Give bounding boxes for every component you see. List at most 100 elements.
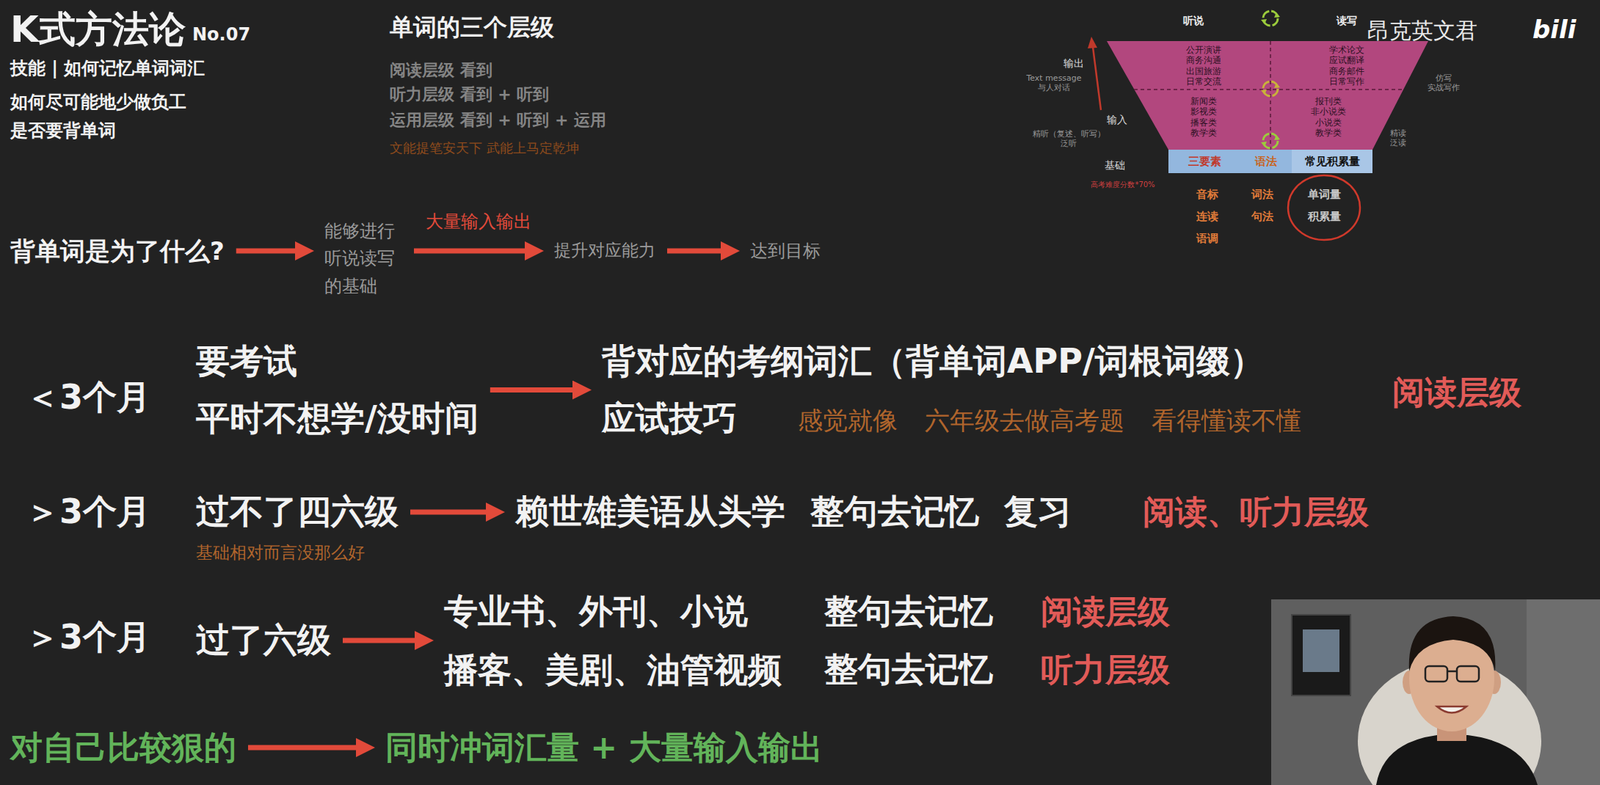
cycle-head [1274,135,1280,141]
edge-label: 大量输入输出 [425,211,532,233]
level-result: 阅读、听力层级 [1142,493,1369,533]
side-label: 输入 [1106,113,1128,127]
basis-item: 词法 句法 [1249,183,1275,228]
cycle-head [1274,12,1280,18]
webcam-wall [1271,599,1600,785]
cycle-ring [1263,81,1278,97]
condition-text: 对自己比较狠的 [10,728,237,768]
node-text: 过不了四六级 [195,491,399,533]
person-glasses [1447,670,1457,674]
method-text: 同时冲词汇量 + 大量输入输出 [385,728,823,768]
band-cell: 三要素 [1168,149,1241,174]
node-text: 过了六级 [195,620,332,661]
slide-title: K式方法论 [10,7,186,52]
node-text: 能够进行 听说读写 的基础 [324,217,403,301]
person-body [1376,735,1538,785]
wall-frame [1291,615,1351,696]
basis-item: 单词量 积累量 [1305,183,1343,228]
level-item: 阅读层级 看到 [389,60,493,80]
cycle-icon [1260,133,1280,149]
flow-arrow [410,510,486,516]
section-heading: 单词的三个层级 [389,13,555,42]
quote-note: 文能提笔安天下 武能上马定乾坤 [389,140,580,157]
level-result: 阅读层级 [1040,593,1170,632]
flow-arrow [236,248,296,254]
funnel-item: 报刊类 非小说类 小说类 教学类 [1307,96,1349,139]
flow-arrow [667,248,721,254]
side-note: 精听（复述、听写） 泛听 [1030,129,1107,149]
side-label: 输出 [1063,57,1085,70]
method-note: 整句去记忆 [824,591,994,632]
column-heading: 读写 [1336,14,1358,28]
person-hair [1409,616,1496,672]
side-label: 基础 [1104,159,1126,172]
node-text: 赖世雄美语从头学 整句去记忆 复习 [515,491,1072,533]
column-heading: 听说 [1183,14,1204,28]
cycle-icon [1260,81,1280,97]
side-note: Text message 与人对话 [1018,73,1090,93]
method-text: 赖世雄美语从头学 整句去记忆 复习 [515,491,1072,533]
webcam-picture [1271,599,1600,785]
cycle-ring [1263,11,1278,26]
flow-step: 达到目标 [750,240,821,263]
funnel-item: 学术论文 应试翻译 商务邮件 日常写作 [1326,44,1368,88]
node-text: 语法 [1255,154,1278,169]
side-note: 仿写 实战写作 [1425,73,1463,93]
node-text: 播客、美剧、油管视频 [444,650,782,691]
output-arrow [1092,46,1101,111]
highlight-circle [1288,175,1360,240]
node-text: 同时冲词汇量 + 大量输入输出 [385,728,823,768]
band-cell: 常见积累量 [1291,149,1373,174]
level-result: 听力层级 [1040,651,1170,690]
band-cell: 语法 [1240,149,1292,174]
person-glasses [1425,666,1448,682]
person-glasses [1456,666,1479,682]
condition-text: 过了六级 [195,620,332,661]
flow-arrow [248,744,356,751]
time-label: ＞3个月 [25,617,151,658]
node-text: 三要素 [1188,154,1222,169]
node-text: 要考试 [195,341,479,382]
subtitle: 如何尽可能地少做负工 [10,91,187,114]
flow-step: 能够进行 听说读写 的基础 [324,217,403,301]
funnel-item: 公开演讲 商务沟通 出国旅游 日常交流 [1183,44,1225,88]
basis-item: 音标 连读 语调 [1194,183,1220,250]
level-result: 阅读层级 [1392,373,1522,413]
node-text: 常见积累量 [1304,154,1360,169]
subtitle: 技能 | 如何记忆单词词汇 [10,57,205,80]
watermark-logo: bili [1532,14,1576,45]
time-label: ＞3个月 [25,491,151,533]
level-item: 听力层级 看到 + 听到 [389,85,549,105]
node-text: 达到目标 [750,240,821,263]
flow-arrow [342,638,415,644]
cycle-ring [1263,133,1278,149]
side-note: 高考难度分数*70% [1090,180,1155,190]
node-text: 平时不想学/没时间 [195,398,479,439]
node-text: 对自己比较狠的 [10,728,237,768]
condition-text: 过不了四六级基础相对而言没那么好 [195,491,399,563]
method-text: 专业书、外刊、小说播客、美剧、油管视频 [444,591,782,690]
watermark: 昂克英文君 [1367,17,1478,45]
cycle-head [1260,89,1267,95]
output-arrowhead [1087,36,1098,49]
flow-step: 提升对应能力 [554,240,656,262]
person-mouth [1437,706,1467,714]
node-text: 背对应的考纲词汇（背单词APP/词根词缀） [601,341,1264,382]
episode-number: No.07 [192,24,251,46]
condition-text: 要考试平时不想学/没时间 [195,341,479,439]
flow-arrow [490,387,573,393]
cycle-head [1274,82,1280,89]
question-text: 背单词是为了什么? [10,236,225,267]
side-note: 精读 泛读 [1388,128,1408,148]
method-note: 整句去记忆 [824,649,994,690]
flow-arrow [413,248,525,254]
level-item: 运用层级 看到 + 听到 + 运用 [389,110,607,130]
node-text: 提升对应能力 [554,240,656,262]
node-text: 专业书、外刊、小说 [444,591,782,632]
divider-line [1133,88,1404,91]
wall-frame-photo [1302,629,1340,673]
comment-note: 感觉就像 六年级去做高考题 看得懂读不懂 [797,405,1302,436]
time-label: ＜3个月 [25,377,151,418]
cycle-head [1260,19,1267,25]
funnel-item: 新闻类 影视类 播客类 教学类 [1183,96,1225,139]
